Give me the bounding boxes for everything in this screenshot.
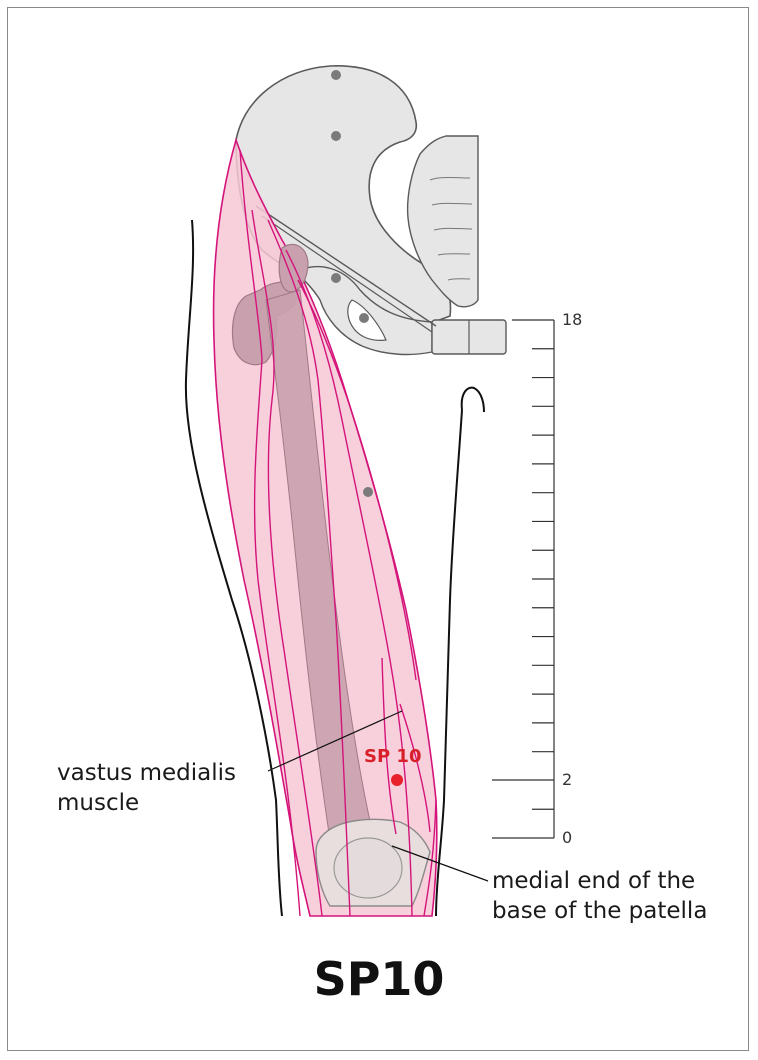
scale-mid-label: 2 [562, 770, 573, 789]
lateral-leg-contour [184, 219, 283, 917]
vastus-leader-line [267, 710, 403, 772]
gray-point-4 [359, 313, 369, 323]
figure-title: SP10 [313, 952, 445, 1006]
patella-label-line2: base of the patella [492, 898, 708, 924]
gray-point-3 [331, 273, 341, 283]
sp10-point-marker [391, 774, 403, 786]
femur-bone [231, 243, 431, 907]
scale-top-label: 18 [562, 310, 583, 329]
sp10-point-label: SP 10 [364, 746, 422, 767]
vastus-medialis-label-line1: vastus medialis [57, 760, 236, 786]
medial-leg-contour [435, 386, 485, 917]
gray-point-2 [331, 131, 341, 141]
measurement-scale [492, 319, 555, 839]
patella-leader-line [391, 845, 489, 882]
scale-bottom-label: 0 [562, 828, 573, 847]
gray-point-1 [331, 70, 341, 80]
gray-point-5 [363, 487, 373, 497]
patella-label-line1: medial end of the [492, 868, 696, 894]
reference-points [331, 70, 373, 497]
figure-frame [7, 7, 749, 1051]
muscle-lines [239, 149, 437, 917]
vastus-medialis-label-line2: muscle [57, 790, 140, 816]
